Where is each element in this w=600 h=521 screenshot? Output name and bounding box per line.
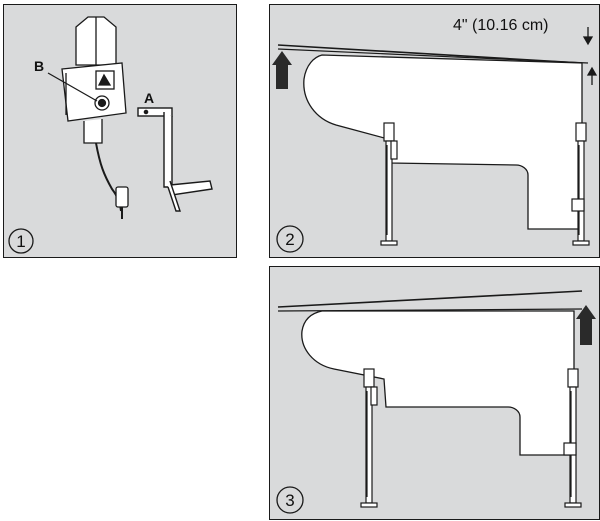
camper-icon (301, 310, 575, 456)
measurement-arrow-down-icon (582, 27, 594, 46)
level-line (277, 48, 589, 64)
label-b-leader (47, 72, 98, 102)
step-1-panel: B A 1 (3, 4, 237, 258)
step-2-drawing: 4" (10.16 cm) (272, 17, 598, 253)
camper-icon (303, 54, 583, 230)
step-3-drawing: 3 (276, 290, 596, 514)
step-2-number: 2 (285, 230, 294, 249)
label-a: A (144, 90, 154, 106)
step-3-number: 3 (285, 491, 294, 510)
jack-icon (360, 368, 378, 508)
motor-drive-icon (61, 16, 129, 219)
step-3-panel: 3 (269, 266, 600, 520)
jack-icon (380, 122, 398, 246)
step-2-panel: 4" (10.16 cm) (269, 4, 600, 258)
hand-crank-icon (137, 107, 213, 212)
measurement-arrow-up-icon (586, 66, 598, 85)
step-1-number: 1 (16, 232, 25, 251)
jack-icon (571, 122, 590, 246)
step-3-number-circle (276, 486, 304, 514)
tilt-line (277, 290, 583, 308)
lift-arrow-icon (272, 51, 292, 89)
label-b: B (34, 58, 44, 74)
step-1-drawing: B A 1 (8, 16, 213, 254)
step-2-number-circle (276, 225, 304, 253)
lift-arrow-icon (576, 305, 596, 345)
measurement-label: 4" (10.16 cm) (453, 17, 549, 34)
step-1-number-circle (8, 228, 34, 254)
jack-icon (563, 368, 582, 508)
